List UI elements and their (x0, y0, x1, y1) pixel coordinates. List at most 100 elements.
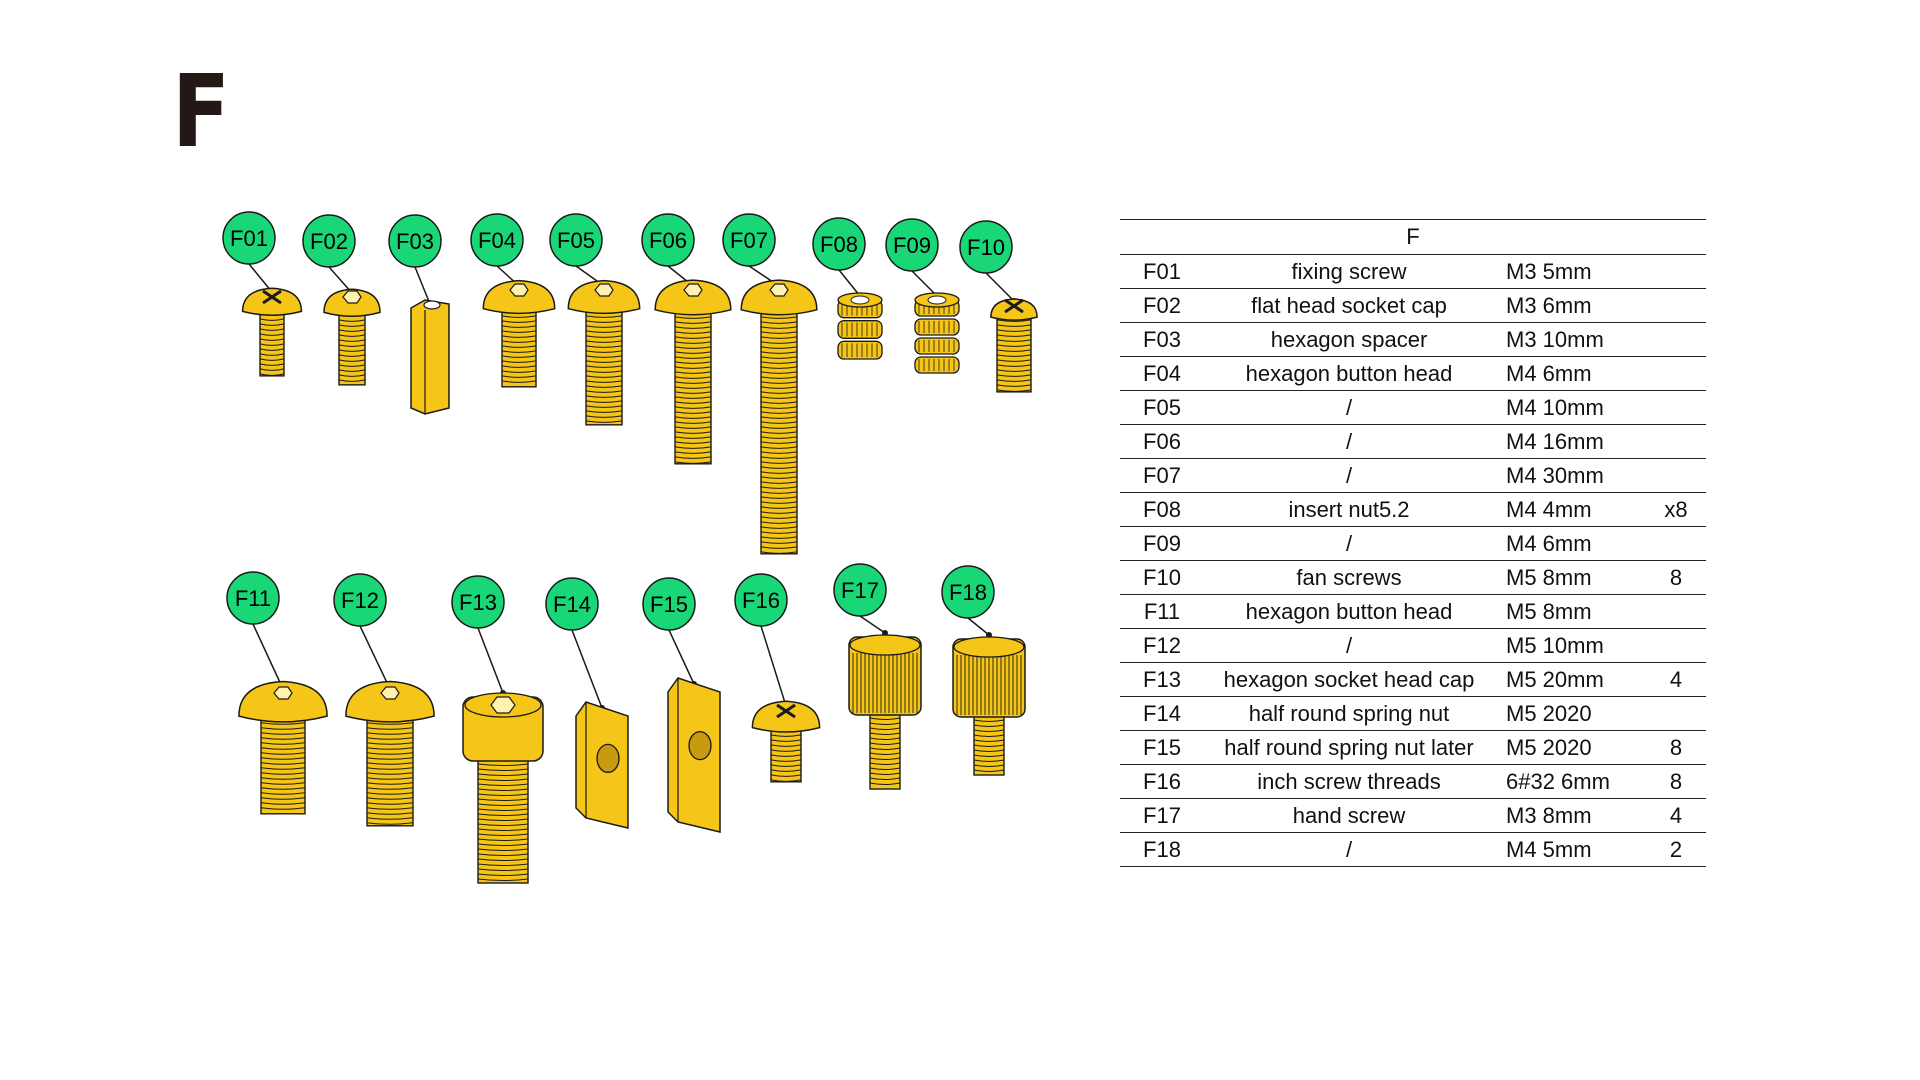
cell-name: half round spring nut later (1204, 730, 1494, 765)
thread-line (477, 803, 529, 806)
thread-line (259, 368, 285, 371)
thread-line (760, 356, 798, 359)
cell-qty: 8 (1646, 730, 1706, 765)
hex-recess (769, 283, 789, 297)
thread-line (501, 355, 537, 358)
thread-line (760, 411, 798, 414)
thread-line (501, 365, 537, 368)
page-title: F (172, 53, 231, 170)
part-f18: F18 (941, 565, 1026, 776)
cell-code: F12 (1120, 628, 1204, 663)
cell-code: F06 (1120, 424, 1204, 459)
cell-spec: 6#32 6mm (1494, 764, 1646, 799)
thread-line (260, 787, 306, 790)
thread-line (760, 401, 798, 404)
thread-line (760, 321, 798, 324)
thread-line (477, 828, 529, 831)
cell-qty (1646, 628, 1706, 663)
part-label: F10 (967, 235, 1005, 260)
thread-line (760, 476, 798, 479)
part-label: F08 (820, 232, 858, 257)
thread-line (770, 779, 802, 782)
thread-line (973, 739, 1005, 742)
cell-spec: M5 20mm (1494, 662, 1646, 697)
thread-line (973, 719, 1005, 722)
thread-line (869, 767, 901, 770)
thread-line (674, 411, 712, 414)
leader-line (911, 270, 938, 297)
thread-line (760, 441, 798, 444)
cell-qty (1646, 356, 1706, 391)
leader-line (985, 272, 1015, 302)
thread-line (674, 316, 712, 319)
thread-line (338, 374, 366, 377)
thread-line (760, 506, 798, 509)
thread-line (366, 762, 414, 765)
thread-line (366, 722, 414, 725)
thread-line (501, 350, 537, 353)
thread (770, 725, 802, 783)
thread-line (760, 486, 798, 489)
thread-line (760, 546, 798, 549)
thread-line (760, 496, 798, 499)
thread-line (477, 873, 529, 876)
thread-line (760, 406, 798, 409)
thread-line (338, 364, 366, 367)
thread-line (770, 749, 802, 752)
thread-line (260, 807, 306, 810)
leader-line (668, 629, 695, 685)
cell-name: / (1204, 832, 1494, 867)
thread-line (366, 797, 414, 800)
part-f07: F07 (722, 213, 818, 555)
thread-line (760, 456, 798, 459)
part-f06: F06 (641, 213, 732, 465)
thread-line (259, 328, 285, 331)
thread-line (973, 749, 1005, 752)
cell-code: F14 (1120, 696, 1204, 731)
thread-line (674, 381, 712, 384)
knurl-band (914, 318, 960, 336)
thread-line (338, 359, 366, 362)
thread-line (760, 521, 798, 524)
cell-qty (1646, 424, 1706, 459)
thread-line (760, 531, 798, 534)
thread-line (477, 798, 529, 801)
cell-qty (1646, 322, 1706, 357)
thread-line (338, 354, 366, 357)
thread-line (760, 381, 798, 384)
part-label-badge (388, 214, 442, 268)
thread-line (674, 426, 712, 429)
leader-line (328, 266, 353, 294)
thread-line (477, 853, 529, 856)
leader-line (248, 263, 273, 293)
thread (477, 754, 529, 884)
screw-head (654, 279, 732, 316)
thread-line (996, 379, 1032, 382)
thread-line (260, 762, 306, 765)
thumb-top (953, 636, 1025, 658)
thread-line (760, 416, 798, 419)
thread-line (585, 385, 623, 388)
thread-line (760, 451, 798, 454)
thread-line (674, 406, 712, 409)
part-f03: F03 (388, 214, 450, 415)
part-label: F18 (949, 580, 987, 605)
part-label-badge (833, 563, 887, 617)
cell-spec: M4 10mm (1494, 390, 1646, 425)
thread-line (996, 374, 1032, 377)
thread-line (338, 329, 366, 332)
screw-head (740, 279, 818, 316)
thread-line (260, 777, 306, 780)
cell-qty: 8 (1646, 560, 1706, 595)
thread-line (477, 778, 529, 781)
thread-line (259, 348, 285, 351)
cell-spec: M5 8mm (1494, 560, 1646, 595)
cell-code: F18 (1120, 832, 1204, 867)
thread-line (674, 356, 712, 359)
thread-line (585, 340, 623, 343)
thread-line (338, 339, 366, 342)
